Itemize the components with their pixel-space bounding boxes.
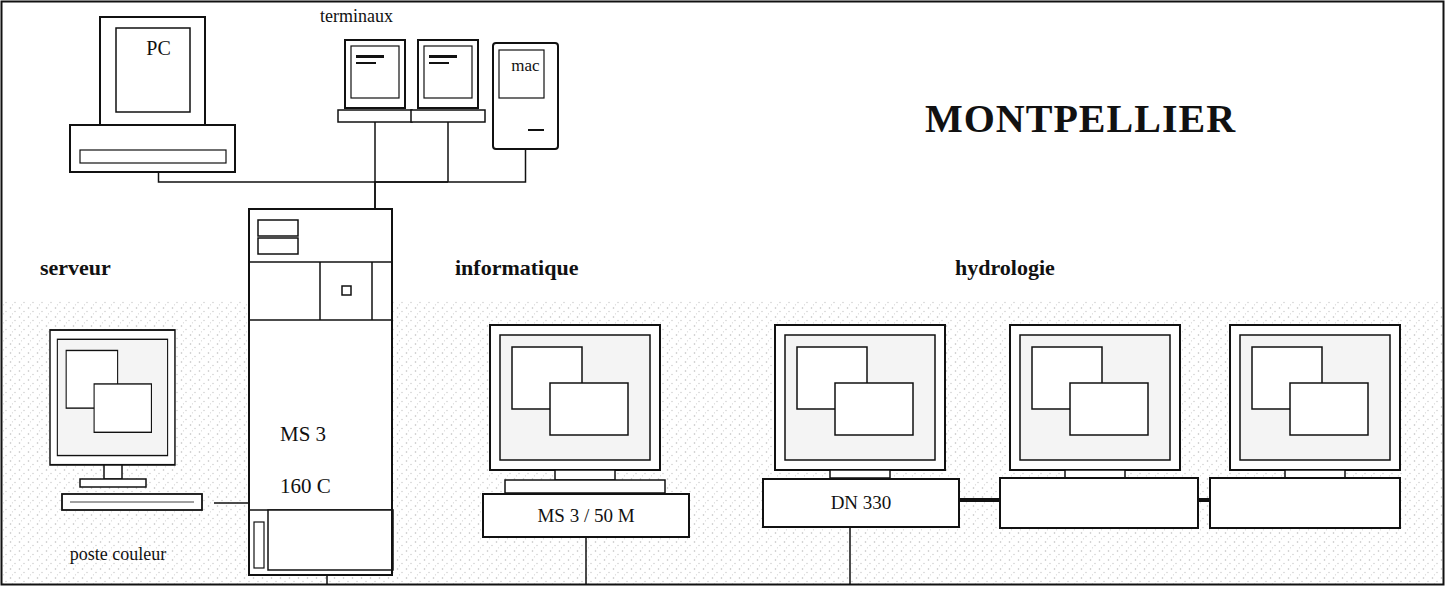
- node-text: MS 3: [280, 422, 326, 446]
- section-label: informatique: [455, 255, 578, 280]
- group-label: terminaux: [320, 6, 393, 27]
- network-cable: [214, 502, 248, 504]
- pc-computer: PC: [70, 17, 247, 172]
- network-cable: [375, 150, 526, 208]
- server-tower: MS 3 160 C: [248, 208, 393, 576]
- node-text: mac: [494, 56, 557, 76]
- workstation-base: DN 330: [762, 478, 960, 528]
- node-text: PC: [70, 37, 247, 60]
- node-text: MS 3 / 50 M: [537, 505, 634, 527]
- node-text: 160 C: [280, 474, 331, 498]
- node-text: DN 330: [831, 492, 892, 514]
- diagram-title: MONTPELLIER: [925, 96, 1236, 142]
- section-label: serveur: [40, 255, 111, 280]
- workstation-base: MS 3 / 50 M: [482, 493, 690, 538]
- node-text: poste couleur: [22, 544, 214, 565]
- section-label: hydrologie: [955, 255, 1055, 280]
- mac-computer: mac: [492, 42, 559, 150]
- color-workstation: poste couleur: [22, 328, 214, 570]
- network-cable: [159, 172, 376, 208]
